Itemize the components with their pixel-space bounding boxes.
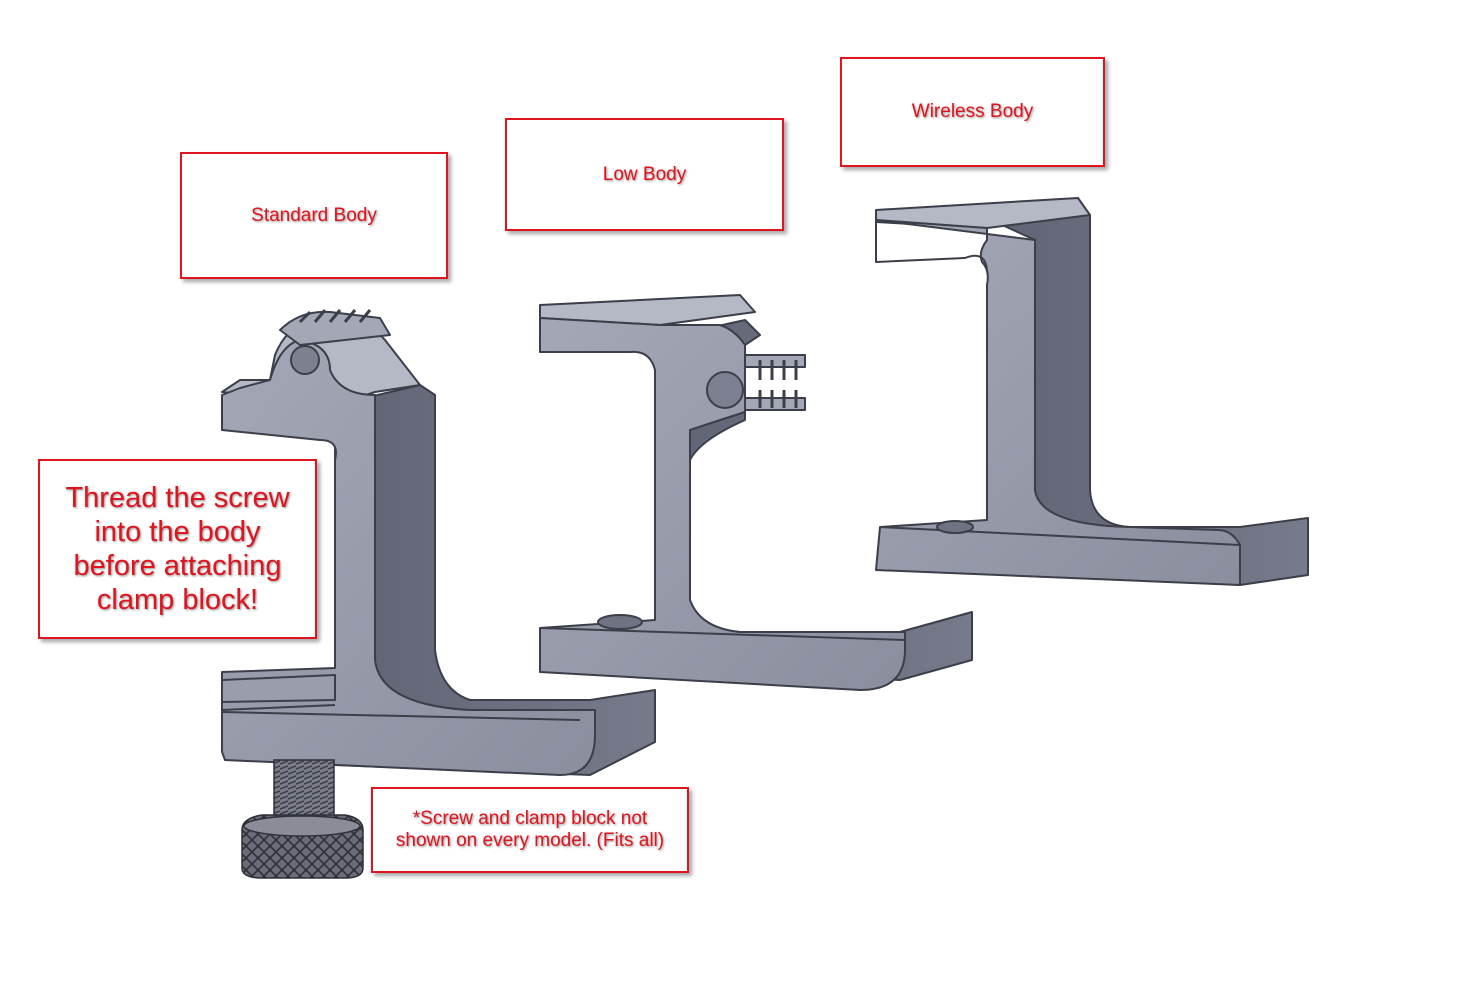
thread-screw-note-text: Thread the screw into the body before at… bbox=[65, 481, 289, 617]
screw-note-line: shown on every model. (Fits all) bbox=[395, 830, 665, 851]
standard-body-part bbox=[221, 309, 656, 776]
thread-note-line: before attaching bbox=[73, 550, 282, 582]
screw-clamp-note: *Screw and clamp block not shown on ever… bbox=[371, 787, 689, 873]
thread-note-line: clamp block! bbox=[96, 584, 259, 616]
thread-note-line: into the body bbox=[94, 516, 261, 548]
thumb-screw bbox=[241, 759, 364, 879]
wireless-body-text: Wireless Body bbox=[911, 101, 1034, 122]
wireless-body-label: Wireless Body bbox=[840, 57, 1105, 167]
standard-body-label: Standard Body bbox=[180, 152, 448, 279]
low-body-part bbox=[539, 294, 973, 691]
low-body-label: Low Body bbox=[505, 118, 784, 231]
thread-note-line: Thread the screw bbox=[65, 482, 290, 514]
wireless-body-part bbox=[875, 197, 1309, 586]
screw-note-line: *Screw and clamp block not bbox=[412, 808, 648, 829]
low-body-text: Low Body bbox=[602, 163, 687, 185]
thread-screw-note: Thread the screw into the body before at… bbox=[38, 459, 317, 639]
standard-body-text: Standard Body bbox=[251, 204, 377, 226]
screw-clamp-note-text: *Screw and clamp block not shown on ever… bbox=[396, 808, 664, 852]
